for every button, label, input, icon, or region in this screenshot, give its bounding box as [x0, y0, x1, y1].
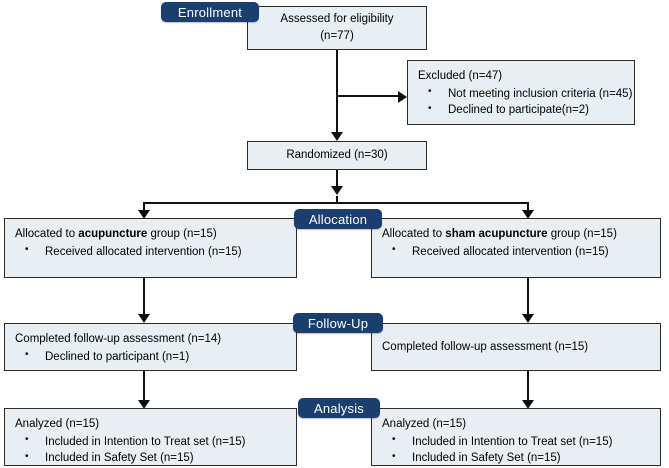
allocated-acupuncture-heading-pre: Allocated to: [15, 228, 79, 240]
banner-followup: Follow-Up: [293, 313, 383, 333]
allocated-sham-heading-post: group (n=15): [547, 228, 617, 240]
banner-allocation-label: Allocation: [308, 211, 368, 227]
allocated-acupuncture-bullet-0: Received allocated intervention (n=15): [15, 243, 286, 261]
box-randomized: Randomized (n=30): [247, 141, 427, 170]
box-allocated-sham-acupuncture: Allocated to sham acupuncture group (n=1…: [371, 218, 661, 278]
allocated-acupuncture-group: acupuncture: [78, 228, 148, 240]
followup-right-heading: Completed follow-up assessment (n=15): [382, 340, 589, 353]
allocated-sham-bullet-list: Received allocated intervention (n=15): [382, 243, 650, 261]
box-analysis-sham: Analyzed (n=15) Included in Intention to…: [371, 408, 661, 466]
banner-followup-label: Follow-Up: [307, 315, 369, 331]
arrowhead-into-analysis-left: [138, 400, 150, 409]
allocated-sham-heading-pre: Allocated to: [382, 228, 446, 240]
arrowhead-into-allocated-sham: [522, 210, 534, 219]
followup-left-bullet-list: Declined to participant (n=1): [15, 348, 286, 366]
excluded-bullet-0: Not meeting inclusion criteria (n=45): [418, 85, 632, 103]
connector-allocation-left-to-followup: [143, 278, 145, 318]
banner-enrollment: Enrollment: [161, 2, 259, 22]
allocated-acupuncture-bullet-list: Received allocated intervention (n=15): [15, 243, 286, 261]
connector-allocation-right-to-followup: [527, 278, 529, 318]
allocated-acupuncture-heading: Allocated to acupuncture group (n=15): [15, 226, 286, 243]
connector-split-left-drop: [143, 202, 145, 214]
box-allocated-acupuncture: Allocated to acupuncture group (n=15) Re…: [4, 218, 297, 278]
excluded-bullet-list: Not meeting inclusion criteria (n=45) De…: [418, 85, 632, 119]
followup-left-heading: Completed follow-up assessment (n=14): [15, 333, 222, 345]
connector-assessed-to-randomized: [336, 50, 338, 134]
analysis-left-bullet-1: Included in Safety Set (n=15): [15, 450, 286, 467]
connector-split-stem: [336, 196, 338, 204]
banner-allocation: Allocation: [294, 209, 382, 229]
box-excluded: Excluded (n=47) Not meeting inclusion cr…: [407, 60, 635, 125]
box-analysis-acupuncture: Analyzed (n=15) Included in Intention to…: [4, 408, 297, 466]
arrowhead-into-randomized: [331, 132, 343, 141]
arrowhead-into-followup-left: [138, 314, 150, 323]
randomized-line-1: Randomized (n=30): [286, 149, 388, 162]
analysis-right-heading: Analyzed (n=15): [382, 418, 467, 430]
assessed-line-2: (n=77): [320, 30, 354, 42]
analysis-right-bullet-list: Included in Intention to Treat set (n=15…: [382, 433, 650, 467]
banner-analysis: Analysis: [298, 398, 380, 418]
connector-followup-right-to-analysis: [527, 371, 529, 405]
allocated-sham-heading: Allocated to sham acupuncture group (n=1…: [382, 226, 650, 243]
box-followup-sham: Completed follow-up assessment (n=15): [371, 323, 661, 371]
box-followup-acupuncture: Completed follow-up assessment (n=14) De…: [4, 323, 297, 371]
analysis-left-bullet-list: Included in Intention to Treat set (n=15…: [15, 433, 286, 467]
connector-followup-left-to-analysis: [143, 371, 145, 405]
analysis-right-bullet-0: Included in Intention to Treat set (n=15…: [382, 433, 650, 451]
allocated-acupuncture-heading-post: group (n=15): [147, 228, 217, 240]
banner-analysis-label: Analysis: [313, 400, 364, 416]
analysis-left-heading: Analyzed (n=15): [15, 418, 100, 430]
analysis-left-bullet-0: Included in Intention to Treat set (n=15…: [15, 433, 286, 451]
arrowhead-split-center: [331, 186, 343, 195]
excluded-bullet-1: Declined to participate(n=2): [418, 102, 624, 119]
allocated-sham-bullet-0: Received allocated intervention (n=15): [382, 243, 650, 261]
banner-enrollment-label: Enrollment: [177, 4, 243, 20]
connector-split-right-drop: [527, 202, 529, 214]
connector-randomized-down: [336, 170, 338, 189]
arrowhead-into-excluded: [398, 91, 407, 103]
assessed-line-1: Assessed for eligibility: [280, 13, 394, 26]
box-assessed-for-eligibility: Assessed for eligibility (n=77): [247, 6, 427, 50]
arrowhead-into-followup-right: [522, 314, 534, 323]
analysis-right-bullet-1: Included in Safety Set (n=15): [382, 450, 650, 467]
arrowhead-into-allocated-acupuncture: [138, 210, 150, 219]
connector-split-bar: [143, 202, 529, 204]
allocated-sham-group: sham acupuncture: [445, 228, 548, 240]
excluded-heading: Excluded (n=47): [418, 70, 503, 82]
connector-to-excluded: [336, 95, 399, 97]
followup-left-bullet-0: Declined to participant (n=1): [15, 348, 286, 366]
arrowhead-into-analysis-right: [522, 400, 534, 409]
